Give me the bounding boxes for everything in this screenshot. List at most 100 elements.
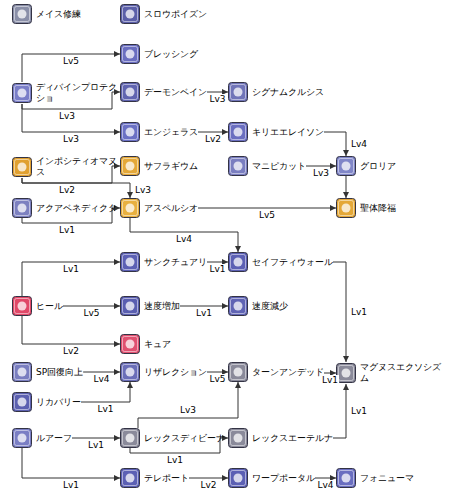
skill-icon (120, 156, 140, 176)
skill-node: サフラギウム (120, 156, 198, 176)
skill-name: エンジェラス (144, 127, 198, 138)
skill-icon (336, 198, 356, 218)
skill-name: セイフティウォール (252, 257, 333, 268)
skill-node: キリエエレイソン (228, 122, 324, 142)
level-label: Lv3 (208, 94, 226, 105)
skill-name: シグナムクルシス (252, 87, 324, 98)
skill-node: エンジェラス (120, 122, 198, 142)
level-label: Lv1 (62, 264, 80, 275)
skill-node: フォニューマ (336, 468, 414, 488)
level-label: Lv1 (350, 406, 368, 417)
skill-node: SP回復向上 (12, 362, 83, 382)
skill-name: マニピカット (252, 161, 306, 172)
prerequisite-arrow (72, 438, 120, 439)
level-label: Lv2 (62, 346, 80, 357)
skill-name: インポシティオマヌス (36, 156, 118, 178)
prerequisite-arrow (63, 306, 120, 307)
prerequisite-arrow (22, 316, 120, 344)
skill-name: グロリア (360, 161, 396, 172)
skill-node: リザレクション (120, 362, 207, 382)
skill-icon (120, 428, 140, 448)
skill-icon (120, 296, 140, 316)
skill-name: テレポート (144, 473, 189, 484)
skill-name: リカバリー (36, 397, 81, 408)
level-label: Lv1 (350, 307, 368, 318)
skill-node: グロリア (336, 156, 396, 176)
skill-node: ディバインプロテクショ (12, 82, 118, 104)
prerequisite-arrow (22, 262, 120, 296)
skill-node: インポシティオマヌス (12, 156, 118, 178)
skill-node: ルアーフ (12, 428, 72, 448)
prerequisite-arrow (324, 132, 346, 156)
level-label: Lv5 (258, 210, 276, 221)
skill-name: 聖体降福 (360, 203, 396, 214)
level-label: Lv3 (134, 185, 152, 196)
skill-icon (228, 252, 248, 272)
level-label: Lv2 (204, 134, 222, 145)
level-label: Lv1 (62, 480, 80, 491)
skill-node: レックスエーテルナ (228, 428, 333, 448)
skill-node: リカバリー (12, 392, 81, 412)
skill-name: キュア (144, 339, 171, 350)
skill-icon (336, 156, 356, 176)
prerequisite-arrow (207, 92, 228, 93)
skill-name: ブレッシング (144, 49, 198, 60)
skill-icon (120, 468, 140, 488)
skill-icon (12, 157, 32, 177)
level-label: Lv1 (208, 264, 226, 275)
skill-name: マグヌスエクソシズム (360, 362, 442, 384)
skill-node: サンクチュアリ (120, 252, 207, 272)
skill-node: マニピカット (228, 156, 306, 176)
skill-name: メイス修練 (36, 9, 81, 20)
skill-name: サンクチュアリ (144, 257, 207, 268)
skill-node: スロウポイズン (120, 4, 207, 24)
skill-icon (12, 83, 32, 103)
skill-icon (120, 362, 140, 382)
level-label: Lv4 (316, 480, 334, 491)
skill-icon (120, 252, 140, 272)
prerequisite-arrow (81, 382, 130, 402)
prerequisite-arrow (207, 262, 228, 263)
skill-name: ルアーフ (36, 433, 72, 444)
skill-name: サフラギウム (144, 161, 198, 172)
level-label: Lv1 (166, 455, 184, 466)
skill-name: レックスディビーナ (144, 433, 225, 444)
level-label: Lv5 (208, 374, 226, 385)
prerequisite-arrow (22, 178, 130, 198)
skill-node: ヒール (12, 296, 63, 316)
skill-name: キリエエレイソン (252, 127, 324, 138)
skill-node: アスペルシオ (120, 198, 198, 218)
skill-icon (336, 468, 356, 488)
prerequisite-arrow (83, 372, 120, 373)
level-label: Lv2 (58, 185, 76, 196)
skill-node: アクアベネディクタ (12, 198, 117, 218)
skill-icon (228, 428, 248, 448)
skill-name: リザレクション (144, 367, 207, 378)
skill-node: セイフティウォール (228, 252, 333, 272)
prerequisite-arrow (198, 208, 336, 209)
level-label: Lv5 (62, 56, 80, 67)
level-label: Lv1 (87, 440, 105, 451)
level-label: Lv3 (58, 111, 76, 122)
prerequisite-arrow (198, 132, 228, 133)
skill-node: 速度減少 (228, 296, 288, 316)
level-label: Lv1 (195, 308, 213, 319)
skill-name: デーモンベイン (144, 87, 207, 98)
prerequisite-arrow (207, 372, 228, 373)
skill-node: マグヌスエクソシズム (336, 362, 442, 384)
skill-name: SP回復向上 (36, 367, 83, 378)
prerequisite-arrow (22, 104, 120, 132)
skill-name: ヒール (36, 301, 63, 312)
skill-icon (228, 468, 248, 488)
skill-name: 速度減少 (252, 301, 288, 312)
level-label: Lv4 (93, 374, 111, 385)
prerequisite-arrow (22, 448, 120, 478)
skill-icon (12, 296, 32, 316)
skill-name: ターンアンデッド (252, 367, 324, 378)
prerequisite-arrow (324, 373, 336, 374)
level-label: Lv1 (58, 225, 76, 236)
level-label: Lv3 (312, 168, 330, 179)
level-label: Lv1 (321, 375, 339, 386)
skill-node: シグナムクルシス (228, 82, 324, 102)
